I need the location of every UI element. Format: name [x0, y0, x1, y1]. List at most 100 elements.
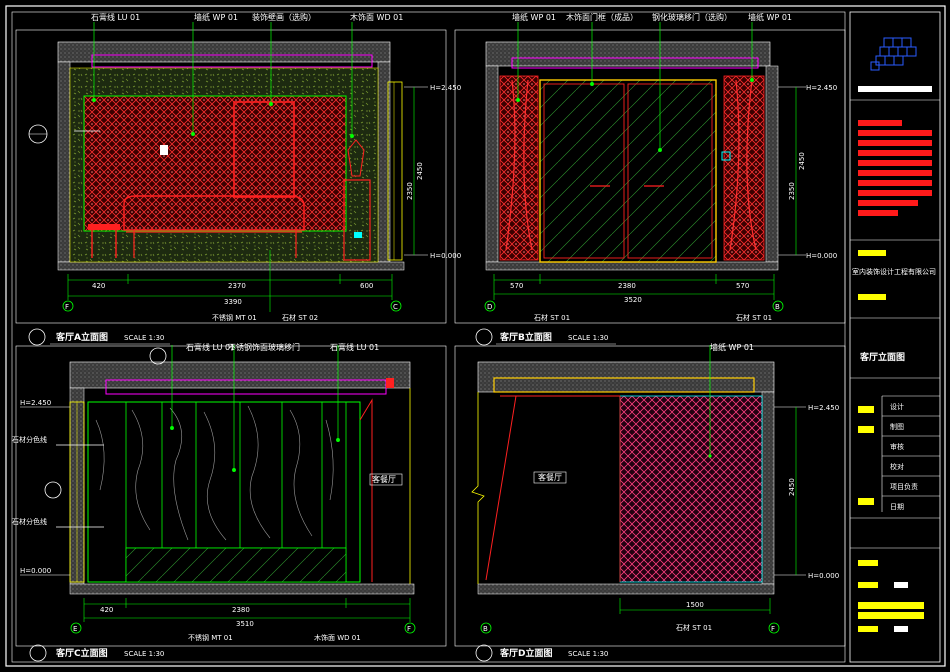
panel-c: 客餐厅 石膏线 LU 01 不锈钢饰面玻璃移门 石膏线 LU 01 H=2.45… — [12, 342, 447, 662]
panel-d-grid-2: F — [771, 625, 775, 633]
panel-b-dim-2: 2380 — [618, 282, 636, 290]
panel-b-dim-total: 3520 — [624, 296, 642, 304]
panel-a-cornice — [91, 54, 373, 68]
company-logo-icon — [870, 37, 917, 71]
panel-a-side-table — [88, 224, 120, 230]
panel-a-dim-total: 3390 — [224, 298, 242, 306]
title-block-rows: 设计 制图 审核 校对 项目负责 日期 — [858, 395, 940, 512]
panel-a-level-top: H=2.450 — [430, 84, 461, 92]
panel-b-curtain-left — [499, 75, 539, 261]
panel-a-bottom-label-1: 不锈钢 MT 01 — [212, 313, 257, 322]
panel-b-callout-3: 钢化玻璃移门（选购） — [652, 12, 732, 22]
title-block-row-1: 设计 — [890, 402, 904, 411]
panel-b: 墙纸 WP 01 木饰面门框（成品） 钢化玻璃移门（选购） 墙纸 WP 01 H… — [454, 12, 846, 346]
title-block-row-3: 审核 — [890, 442, 904, 451]
panel-b-curtain-right — [723, 75, 765, 261]
panel-d-bottom-label-1: 石材 ST 01 — [676, 623, 712, 632]
panel-b-floor — [485, 261, 779, 271]
panel-a-scale: SCALE 1:30 — [124, 334, 164, 342]
panel-b-ceiling-slab — [485, 41, 771, 67]
panel-a-dim-3: 600 — [360, 282, 373, 290]
panel-d-level-bottom: H=0.000 — [808, 572, 839, 580]
panel-a-dim-2: 2370 — [228, 282, 246, 290]
panel-b-dim-3: 570 — [736, 282, 749, 290]
panel-b-title-bubble — [475, 328, 493, 346]
panel-a-dim-side-1: 2350 — [406, 182, 414, 200]
panel-d-ceiling-slab — [477, 361, 775, 393]
panel-a-level-bottom: H=0.000 — [430, 252, 461, 260]
panel-a-title-bubble — [28, 328, 46, 346]
panel-b-grid-1: D — [487, 303, 492, 311]
panel-c-callout-3: 石膏线 LU 01 — [330, 342, 379, 352]
panel-d-callout-1: 墙纸 WP 01 — [710, 342, 754, 352]
panel-c-side-label-1: 石材分色线 — [12, 435, 47, 444]
panel-a-grid-1: F — [65, 303, 69, 311]
title-block-notes — [858, 120, 932, 216]
panel-a-wallpaper — [83, 95, 347, 232]
panel-a-frame — [15, 29, 447, 324]
panel-d-room-label: 客餐厅 — [538, 472, 562, 482]
panel-a-bottom-label-2: 石材 ST 02 — [282, 313, 318, 322]
title-block-project: 客厅立面图 — [859, 351, 905, 363]
panel-d-dim-1: 1500 — [686, 601, 704, 609]
panel-b-dim-1: 570 — [510, 282, 523, 290]
panel-a-callout-3: 装饰壁画（选购） — [252, 12, 316, 22]
panel-b-cornice — [511, 57, 759, 69]
panel-a-title: 客厅A立面图 — [55, 331, 108, 343]
panel-d-grid-1: B — [483, 625, 488, 633]
panel-c-level-bottom: H=0.000 — [20, 567, 51, 575]
panel-d-right-wall — [761, 391, 775, 585]
panel-a-artwork — [233, 101, 295, 198]
panel-d-scale: SCALE 1:30 — [568, 650, 608, 658]
panel-c-ceiling-slab — [69, 361, 411, 389]
title-block-frame — [849, 11, 941, 663]
drawing-area-frame — [11, 11, 846, 663]
panel-c-bottom-label-1: 不锈钢 MT 01 — [188, 633, 233, 642]
panel-c-scale: SCALE 1:30 — [124, 650, 164, 658]
panel-d-title: 客厅D立面图 — [499, 647, 552, 659]
panel-a-callout-1: 石膏线 LU 01 — [91, 12, 140, 22]
panel-b-frame — [454, 29, 846, 324]
panel-d-cornice — [493, 377, 755, 393]
panel-c-title: 客厅C立面图 — [55, 647, 108, 659]
panel-d-floor — [477, 583, 775, 595]
panel-c-callout-2: 不锈钢饰面玻璃移门 — [228, 342, 300, 352]
panel-a-grid-2: C — [393, 303, 398, 311]
panel-c-side-label-2: 石材分色线 — [12, 517, 47, 526]
panel-c-floor — [69, 583, 415, 595]
panel-d: 客餐厅 墙纸 WP 01 H=2.450 H=0.000 2450 1500 石… — [454, 342, 846, 662]
panel-b-title: 客厅B立面图 — [499, 331, 552, 343]
panel-a: 石膏线 LU 01 墙纸 WP 01 装饰壁画（选购） 木饰面 WD 01 H=… — [15, 12, 461, 346]
panel-b-callout-1: 墙纸 WP 01 — [512, 12, 556, 22]
panel-b-bottom-label-2: 石材 ST 01 — [736, 313, 772, 322]
panel-a-left-wall — [57, 61, 71, 263]
panel-a-callout-2: 墙纸 WP 01 — [194, 12, 238, 22]
panel-a-dim-1: 420 — [92, 282, 105, 290]
panel-b-left-wall — [485, 65, 499, 263]
panel-c-grid-1: E — [73, 625, 77, 633]
panel-a-sofa — [123, 195, 305, 231]
panel-d-frame — [454, 345, 846, 647]
panel-d-level-top: H=2.450 — [808, 404, 839, 412]
panel-c-frame — [15, 345, 447, 647]
panel-b-scale: SCALE 1:30 — [568, 334, 608, 342]
panel-a-floor — [57, 261, 405, 271]
panel-d-dim-side-1: 2450 — [788, 478, 796, 496]
panel-c-level-top: H=2.450 — [20, 399, 51, 407]
panel-c-dim-1: 420 — [100, 606, 113, 614]
panel-a-ceiling-slab — [57, 41, 391, 63]
panel-d-title-bubble — [475, 644, 493, 662]
panel-c-room-label: 客餐厅 — [372, 474, 396, 484]
panel-d-wallpaper — [619, 395, 763, 583]
title-block-row-4: 校对 — [890, 462, 904, 471]
panel-b-grid-2: B — [775, 303, 780, 311]
panel-b-dim-side-2: 2450 — [798, 152, 806, 170]
title-block-row-2: 制图 — [890, 422, 904, 431]
panel-b-level-bottom: H=0.000 — [806, 252, 837, 260]
panel-b-callout-4: 墙纸 WP 01 — [748, 12, 792, 22]
panel-c-dim-total: 3510 — [236, 620, 254, 628]
panel-c-title-bubble — [29, 644, 47, 662]
panel-b-dim-side-1: 2350 — [788, 182, 796, 200]
panel-c-bottom-label-2: 木饰面 WD 01 — [314, 633, 361, 642]
